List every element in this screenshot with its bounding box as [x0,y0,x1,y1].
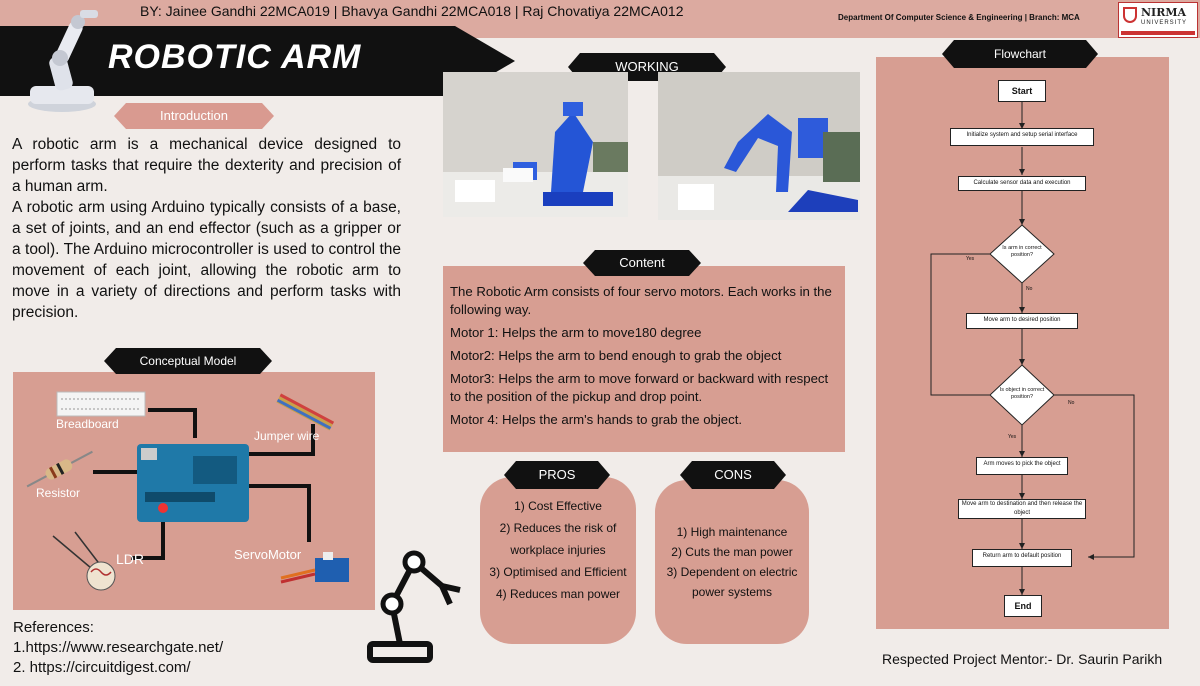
poster-title: ROBOTIC ARM [108,38,362,76]
flowchart-yes-label: Yes [1008,434,1017,440]
cons-item: 1) High maintenance [676,525,788,539]
flowchart-start: Start [998,80,1046,102]
servo-motor-label: ServoMotor [234,547,302,562]
resistor-label: Resistor [36,486,81,500]
jumper-wire-label: Jumper wire [254,429,320,443]
introduction-text: A robotic arm is a mechanical device des… [12,134,401,323]
flowchart-decision: Is arm in correct position? [1002,245,1042,258]
flowchart-end: End [1004,595,1042,617]
flowchart-decision: Is object in correct position? [999,387,1045,400]
arduino-board-icon [137,444,249,522]
pros-item: 3) Optimised and Efficient [489,565,627,579]
flowchart-connectors [930,102,1135,595]
robot-arm-photo-1 [443,72,628,217]
references-section: References: 1.https://www.researchgate.n… [13,618,223,678]
content-text: The Robotic Arm consists of four servo m… [450,283,840,434]
flowchart-step: Calculate sensor data and execution [958,176,1086,191]
university-logo: NIRMA UNIVERSITY [1118,2,1198,38]
content-line: Motor2: Helps the arm to bend enough to … [450,348,782,363]
reference-item: 1.https://www.researchgate.net/ [13,639,224,656]
conceptual-model-diagram [26,391,349,591]
pros-item: 4) Reduces man power [495,587,621,601]
cons-panel: 1) High maintenance 2) Cuts the man powe… [655,480,809,644]
pros-panel: 1) Cost Effective 2) Reduces the risk of… [480,477,636,644]
flowchart-step: Move arm to desired position [966,313,1078,329]
pros-item: 1) Cost Effective [514,499,602,513]
cons-heading: CONS [680,461,786,489]
conceptual-model-heading: Conceptual Model [104,348,272,374]
robot-arm-icon [28,10,98,112]
pros-item: 2) Reduces the risk of workplace injurie… [499,521,617,557]
references-heading: References: [13,619,94,636]
flowchart-no-label: No [1026,286,1033,292]
flowchart-no-label: No [1068,400,1075,406]
robot-arm-lineart-icon [367,550,461,663]
logo-text: NIRMA [1141,6,1187,19]
content-panel [443,266,845,452]
introduction-heading: Introduction [114,103,274,129]
title-banner [0,26,515,96]
intro-paragraph-1: A robotic arm is a mechanical device des… [12,136,401,195]
breadboard-label: Breadboard [56,417,119,431]
content-line: Motor 1: Helps the arm to move180 degree [450,325,702,340]
content-line: The Robotic Arm consists of four servo m… [450,284,832,317]
reference-item: 2. https://circuitdigest.com/ [13,659,191,676]
flowchart-step: Move arm to destination and then release… [958,499,1086,519]
content-line: Motor 4: Helps the arm's hands to grab t… [450,412,743,427]
cons-item: 2) Cuts the man power [671,545,793,559]
servo-motor-icon [280,552,349,584]
jumper-wire-icon [276,393,335,431]
ldr-label: LDR [116,551,145,567]
logo-subtext: UNIVERSITY [1141,20,1188,26]
mentor-line: Respected Project Mentor:- Dr. Saurin Pa… [882,651,1163,667]
content-heading: Content [583,250,701,276]
flowchart-yes-label: Yes [966,256,975,262]
content-line: Motor3: Helps the arm to move forward or… [450,371,829,404]
flowchart-step: Return arm to default position [972,549,1072,567]
flowchart-step: Arm moves to pick the object [976,457,1068,475]
logo-bar [1121,31,1195,35]
resistor-icon [26,450,93,488]
authors-line: BY: Jainee Gandhi 22MCA019 | Bhavya Gand… [140,3,684,19]
flowchart-heading: Flowchart [942,40,1098,68]
intro-paragraph-2: A robotic arm using Arduino typically co… [12,199,401,321]
logo-emblem-icon [1123,7,1137,23]
robot-arm-photo-2 [658,72,860,220]
department-line: Department Of Computer Science & Enginee… [838,13,1080,22]
ldr-icon [52,531,116,591]
pros-heading: PROS [504,461,610,489]
breadboard-icon [56,391,146,417]
cons-item: 3) Dependent on electric power systems [666,565,798,599]
flowchart-step: Initialize system and setup serial inter… [950,128,1094,146]
